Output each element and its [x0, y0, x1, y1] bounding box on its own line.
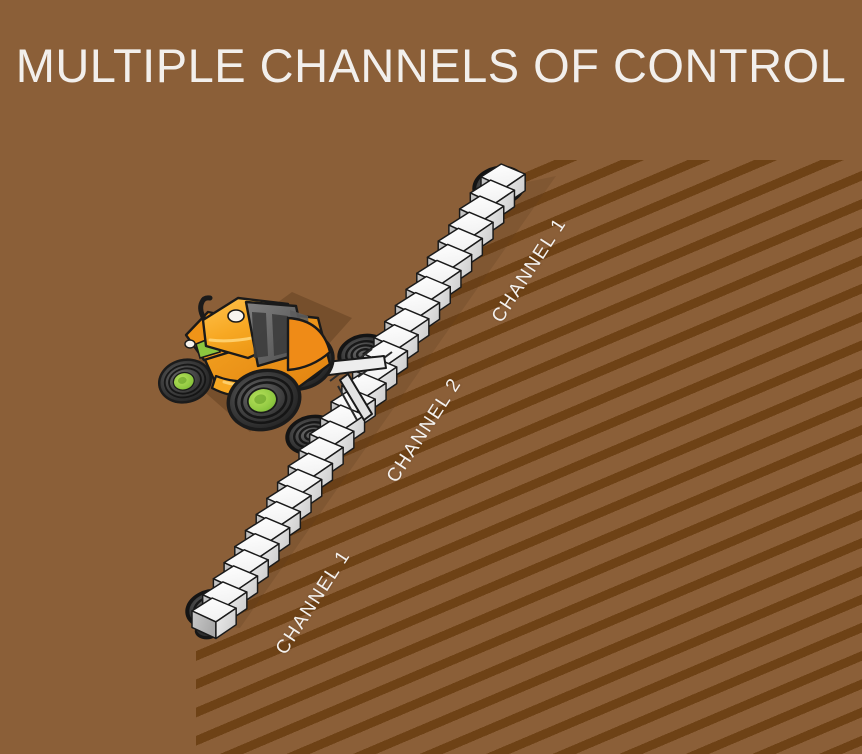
page-title: MULTIPLE CHANNELS OF CONTROL: [15, 39, 847, 92]
tractor[interactable]: [152, 295, 343, 441]
